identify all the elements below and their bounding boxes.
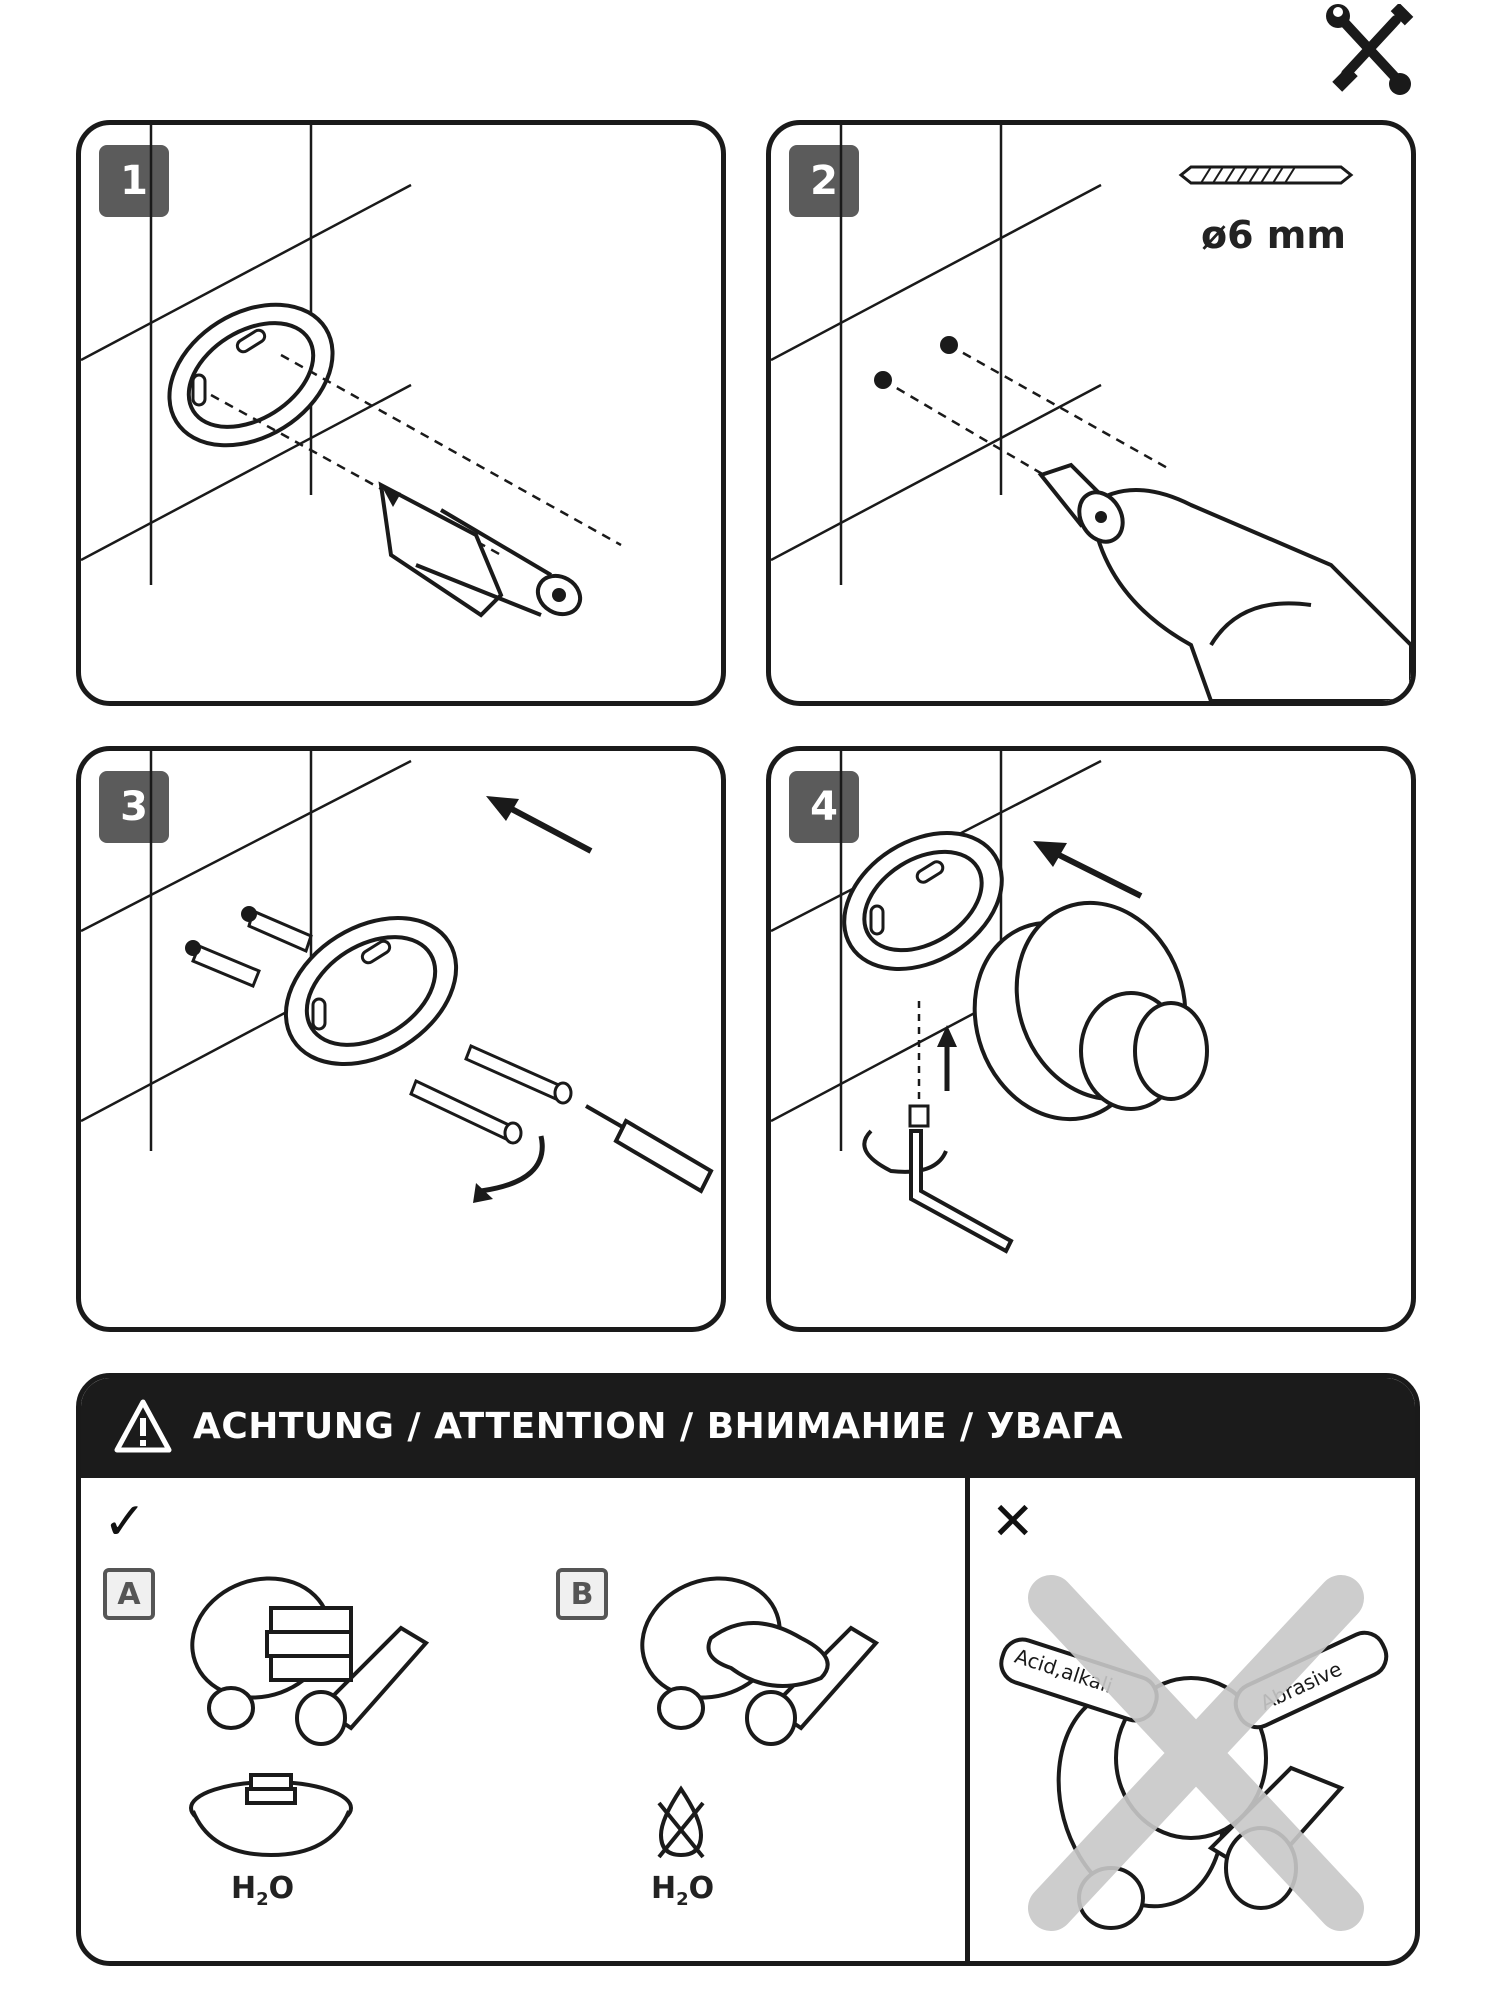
step-4-badge: 4 <box>789 771 859 843</box>
attention-header: ACHTUNG / ATTENTION / ВНИМАНИЕ / УВАГА <box>81 1378 1415 1478</box>
option-a-water-label: H2O <box>231 1871 295 1910</box>
step-2-illustration <box>771 125 1411 701</box>
option-b-badge: B <box>556 1568 608 1620</box>
step-3-badge: 3 <box>99 771 169 843</box>
forbidden-chemicals-illustration: Acid,alkali Abrasive <box>999 1575 1389 1931</box>
hook-sponge-illustration <box>190 1576 430 1746</box>
step-4-panel: 4 <box>766 746 1416 1332</box>
warning-triangle-icon <box>114 1399 172 1453</box>
option-b-water-label: H2O <box>651 1871 715 1910</box>
step-2-panel: 2 ø <box>766 120 1416 706</box>
wrench-screwdriver-icon <box>1326 4 1414 95</box>
attention-box: ACHTUNG / ATTENTION / ВНИМАНИЕ / УВАГА ✓… <box>76 1373 1420 1966</box>
cross-mark-icon: ✕ <box>991 1492 1035 1552</box>
step-3-illustration <box>81 751 714 1203</box>
step-3-panel: 3 <box>76 746 726 1332</box>
check-mark-icon: ✓ <box>103 1492 147 1552</box>
step-4-illustration <box>771 751 1209 1254</box>
attention-title: ACHTUNG / ATTENTION / ВНИМАНИЕ / УВАГА <box>193 1406 1124 1447</box>
water-bowl-icon <box>189 1773 353 1858</box>
attention-divider <box>965 1478 970 1961</box>
step-1-panel: 1 <box>76 120 726 706</box>
hook-cloth-illustration <box>640 1576 880 1746</box>
drill-size-label: ø6 mm <box>1201 213 1346 257</box>
option-a-badge: A <box>103 1568 155 1620</box>
step-1-illustration <box>81 125 622 618</box>
drill-bit-icon <box>1178 165 1354 185</box>
step-1-badge: 1 <box>99 145 169 217</box>
step-2-badge: 2 <box>789 145 859 217</box>
no-water-drop-icon <box>657 1785 705 1859</box>
forbidden-cross-icon <box>1028 1575 1364 1931</box>
